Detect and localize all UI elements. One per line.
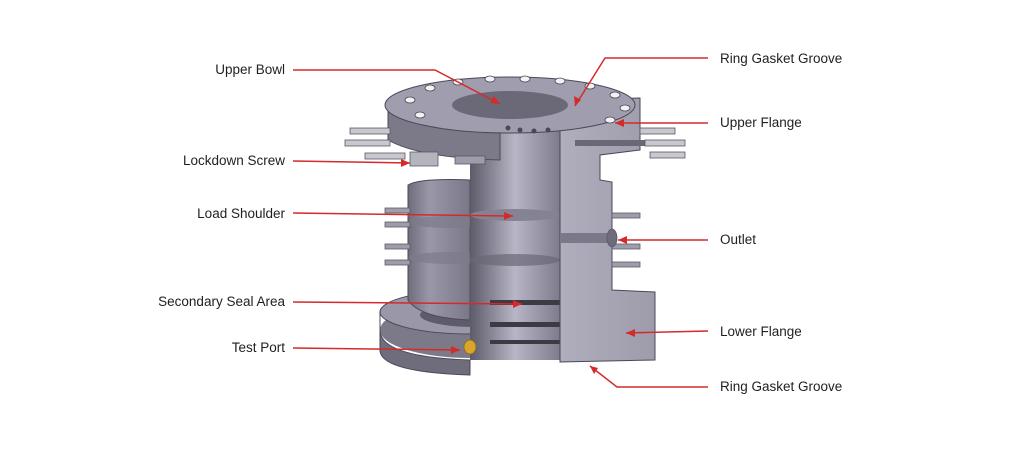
label-upper-flange: Upper Flange: [720, 115, 802, 130]
seal-rings: [490, 300, 562, 344]
leader-upper-bowl: [293, 69, 501, 105]
side-studs: [384, 207, 641, 268]
label-lower-flange: Lower Flange: [720, 324, 802, 339]
leader-arrowheads: [401, 96, 635, 374]
lockdown-screws: [344, 127, 686, 167]
bowl-ports: [505, 125, 551, 134]
leader-test-port: [292, 347, 461, 351]
label-lockdown-screw: Lockdown Screw: [182, 153, 285, 168]
leader-lockdown-screw: [292, 160, 411, 164]
label-outlet: Outlet: [720, 232, 757, 247]
label-secondary-seal-area: Secondary Seal Area: [158, 294, 285, 309]
test-port: [463, 339, 477, 355]
label-upper-bowl: Upper Bowl: [215, 62, 285, 77]
leader-secondary-seal-area: [292, 301, 523, 305]
bore-interior: [470, 100, 560, 360]
leader-lines: [292, 57, 709, 388]
upper-flange-body: [384, 75, 636, 161]
label-test-port: Test Port: [231, 340, 285, 355]
label-load-shoulder: Load Shoulder: [197, 206, 285, 221]
label-ring-gasket-groove-top: Ring Gasket Groove: [720, 51, 843, 66]
label-ring-gasket-groove-bottom: Ring Gasket Groove: [720, 379, 843, 394]
leader-lower-flange: [625, 330, 709, 334]
leader-load-shoulder: [292, 212, 514, 217]
leader-ring-gasket-groove-bottom: [589, 365, 708, 388]
leader-ring-gasket-groove-top: [574, 57, 708, 107]
